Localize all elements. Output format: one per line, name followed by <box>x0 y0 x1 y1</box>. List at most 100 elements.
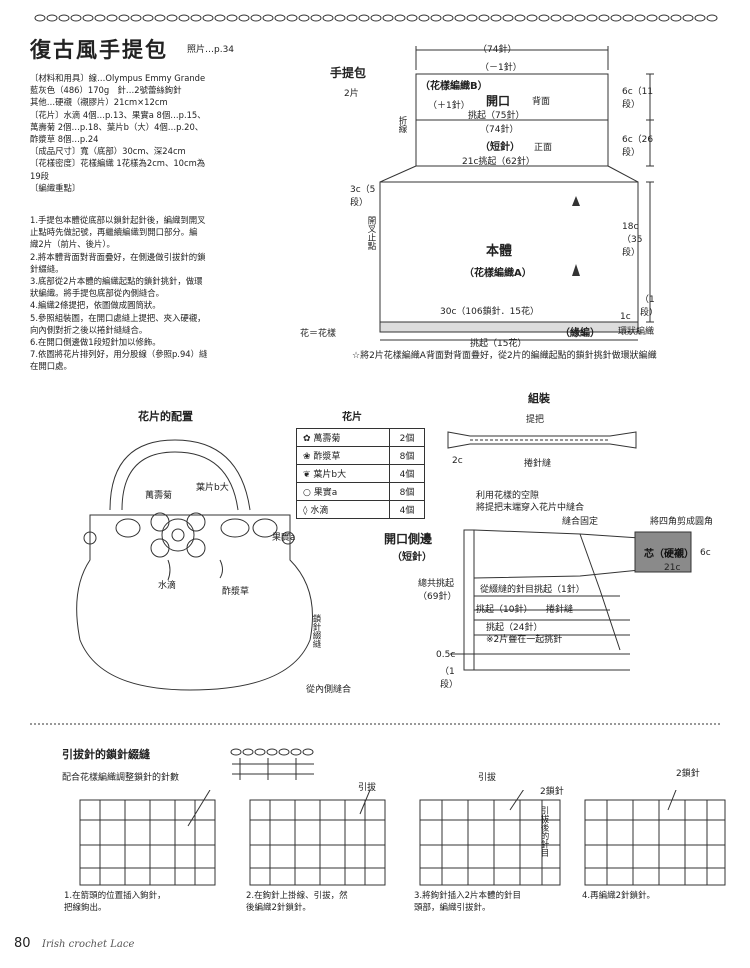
plus-one: （＋1針） <box>428 101 470 111</box>
step-line: 4.編織2條提把，依圖做成圓筒狀。 <box>30 300 161 311</box>
ring-text: 環狀編織 <box>618 327 655 337</box>
step-line: 針綴縫。 <box>30 263 64 274</box>
flower-count: 8個 <box>389 482 425 501</box>
materials-line: 其他…硬襯（襯膠片）21cm×12cm <box>30 97 168 108</box>
two-c-label: 2c <box>452 456 463 466</box>
step-line: 5.參照組裝圖，在開口處縫上提把、夾入硬襯， <box>30 312 206 323</box>
step-line: 2.將本體背面對背面疊好，在側邊做引拔針的鎖 <box>30 251 206 262</box>
ring-label: （緣編） <box>560 328 600 339</box>
use-gap-label: 利用花樣的空隙 <box>476 491 540 501</box>
pattern-b-label: （花樣編織B） <box>420 81 488 92</box>
opening-side-short: （短針） <box>392 552 432 563</box>
one-row: （1段） <box>440 667 459 690</box>
materials-line: 〔成品尺寸〕寬（底部）30cm、深24cm <box>30 146 186 157</box>
insert-end-label: 將提把末端穿入花片中縫合 <box>476 503 585 513</box>
step-line: 止點時先做記號，再繼續編織到開口部分。編 <box>30 227 198 238</box>
leaf-b-label: 葉片b大 <box>196 483 229 493</box>
pickup-15: 挑起（15花） <box>470 339 527 349</box>
cut-corner-label: 將四角剪成圓角 <box>650 517 714 527</box>
flower-eq: 花＝花樣 <box>300 329 337 339</box>
inside-seam-label: 從內側縫合 <box>306 685 352 695</box>
front-label: 正面 <box>534 143 553 153</box>
caption-line: 後編織2針鎖針。 <box>246 903 311 913</box>
handle-label: 提把 <box>526 415 545 425</box>
seam-sub: 配合花樣編織調整鎖針的針數 <box>62 773 180 783</box>
caption-4: 4.再編織2針鎖針。 <box>582 890 655 902</box>
caption-2: 2.在鉤針上掛線、引拔，然 後編織2針鎖針。 <box>246 890 348 914</box>
chain-seam-label: 鎖針綴縫 <box>311 614 321 648</box>
pull-rear-label: 引拔後的針目 <box>539 806 549 857</box>
pull-label: 引拔 <box>358 783 377 793</box>
bottom-30: 30c（106鎖針．15花） <box>440 307 540 317</box>
assembly-drawing <box>447 431 692 671</box>
caption-line: 頭部，編織引拔針。 <box>414 903 491 913</box>
caption-line: 把線鉤出。 <box>64 903 107 913</box>
short-stitch-label: （短針） <box>480 142 520 153</box>
body-label: 本體 <box>486 244 513 259</box>
caption-line: 1.在箭頭的位置插入鉤針， <box>64 891 166 901</box>
step-line: 1.手提包本體從底部以鎖針起針後，編織到開叉 <box>30 215 206 225</box>
materials-line: 酢漿草 8個…p.24 <box>30 134 99 145</box>
assembly-heading: 組裝 <box>528 392 550 405</box>
step-line: 在開口處。 <box>30 361 72 372</box>
chain-sample <box>230 748 314 780</box>
flower-name: ❀ 酢漿草 <box>296 446 390 465</box>
flower-table-heading: 花片 <box>342 412 362 423</box>
step-line: 狀編織。將手提包底部從內側縫合。 <box>30 288 164 299</box>
pattern-a-label: （花樣編織A） <box>464 268 532 279</box>
caption-line: 3.將鉤針插入2片本體的針目 <box>414 891 522 901</box>
flower-count: 2個 <box>389 428 425 447</box>
split-stop: 開叉止點 <box>366 216 376 250</box>
side-5-rows: 3c（5段） <box>350 185 376 208</box>
caption-line: 4.再編織2針鎖針。 <box>582 891 656 901</box>
materials-block: 〔材料和用具〕線…Olympus Emmy Grande 藍灰色（486）170… <box>30 72 258 194</box>
caption-line: 2.在鉤針上掛線、引拔，然 <box>246 891 348 901</box>
two-chain-label-2: 2鎖針 <box>676 769 700 779</box>
mid-74: （74針） <box>480 125 519 135</box>
whip-label: 捲針縫 <box>524 459 552 469</box>
step-line: 3.底部從2片本體的編織起點的鎖針挑針，做環 <box>30 276 203 287</box>
dim-minus-1: （－1針） <box>480 63 522 73</box>
fold-line-label: 折線 <box>397 116 407 133</box>
whip2-label: 捲針縫 <box>546 605 574 615</box>
flower-name: ✿ 萬壽菊 <box>296 428 390 447</box>
dim-6c-26: 6c（26段） <box>622 135 654 158</box>
dim-6c-11: 6c（11段） <box>622 87 654 110</box>
flower-name: ○ 果實a <box>296 482 390 501</box>
page-title: 復古風手提包 <box>30 38 168 62</box>
step-line: 6.在開口側邊做1段短針加以修飾。 <box>30 337 161 348</box>
page-number: 80 <box>14 936 31 951</box>
note-two: ※2片疊在一起挑針 <box>486 635 563 645</box>
materials-line: 〔花樣密度〕花樣編織 1花樣為2cm、10cm為 <box>30 158 206 169</box>
marigold-label: 萬壽菊 <box>145 491 173 501</box>
materials-line: 19段 <box>30 170 50 181</box>
dim-top-74: （74針） <box>478 45 517 55</box>
pick-10: 挑起（10針） <box>476 605 533 615</box>
footer-text: Irish crochet Lace <box>42 939 135 950</box>
flower-count: 4個 <box>389 500 425 519</box>
materials-line: 藍灰色（486）170g 針…2號蕾絲鉤針 <box>30 85 182 96</box>
flower-name: ❦ 葉片b大 <box>296 464 390 483</box>
materials-line: 〔編織重點〕 <box>30 182 81 193</box>
chain-border <box>34 14 718 22</box>
pickup-62: 21c挑起（62針） <box>462 157 535 167</box>
flower-layout-drawing <box>76 439 313 691</box>
step-line: 7.依圖將花片排列好，用分股線（參照p.94）縫 <box>30 349 208 360</box>
flower-name: ◊ 水滴 <box>296 500 390 519</box>
bag-heading: 手提包 <box>330 66 367 80</box>
seam-heading: 引拔針的鎖針綴縫 <box>62 748 150 761</box>
total-pickup: 總共挑起（69針） <box>418 579 457 602</box>
opening-side-heading: 開口側邊 <box>384 532 433 546</box>
flower-count: 4個 <box>389 464 425 483</box>
materials-line: 〔花片〕水滴 4個…p.13、果實a 8個…p.15、 <box>30 109 206 120</box>
step-illustrations <box>79 790 726 886</box>
back-label: 背面 <box>532 97 551 107</box>
two-chain-label: 2鎖針 <box>540 787 564 797</box>
materials-line: 萬壽菊 2個…p.18、葉片b（大）4個…p.20、 <box>30 121 204 132</box>
step-line: 織2片（前片、後片）。 <box>30 239 115 250</box>
steps-block: 1.手提包本體從底部以鎖針起針後，編織到開叉 止點時先做記號，再繼續編織到開口部… <box>30 214 258 373</box>
